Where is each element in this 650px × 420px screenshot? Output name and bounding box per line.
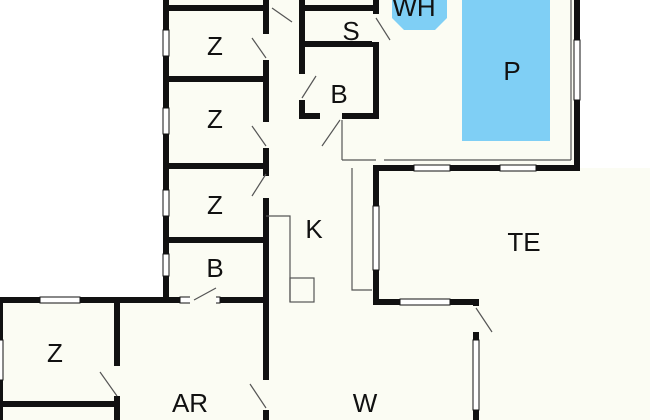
windows bbox=[0, 29, 581, 411]
label-terrace: TE bbox=[507, 227, 540, 257]
label-ensuite-bath: B bbox=[330, 79, 347, 109]
door-ar bbox=[249, 383, 267, 409]
label-whirlpool: WH bbox=[392, 0, 435, 22]
door-bedroom-1 bbox=[251, 37, 267, 59]
door-ensuite-bath bbox=[301, 75, 317, 99]
label-bedroom-4: Z bbox=[47, 338, 63, 368]
door-terrace bbox=[475, 307, 493, 333]
label-bedroom-1: Z bbox=[207, 31, 223, 61]
label-living: W bbox=[353, 388, 378, 418]
thin-lines bbox=[266, 0, 572, 303]
room-labels: WH S P B Z Z Z B K TE Z AR W bbox=[47, 0, 541, 418]
door-bedroom-3 bbox=[251, 173, 267, 197]
kitchen-appliance bbox=[289, 277, 315, 303]
window-wing-north bbox=[39, 296, 81, 304]
pool bbox=[462, 0, 550, 141]
label-pool: P bbox=[503, 56, 520, 86]
whirlpool bbox=[392, 0, 447, 30]
label-bedroom-2: Z bbox=[207, 104, 223, 134]
floor-terrace bbox=[376, 168, 650, 420]
window-wing-west bbox=[0, 339, 4, 381]
kitchen-counter bbox=[351, 168, 372, 291]
door-pool-room bbox=[321, 119, 341, 147]
floor-left-wing bbox=[0, 300, 166, 420]
label-kitchen: K bbox=[305, 214, 323, 244]
label-sauna: S bbox=[342, 16, 359, 46]
door-corridor-top bbox=[271, 7, 293, 23]
label-bedroom-3: Z bbox=[207, 190, 223, 220]
window-pool-south-1 bbox=[413, 164, 451, 172]
window-pool-east bbox=[573, 39, 581, 101]
kitchen-unit bbox=[266, 215, 291, 302]
window-living-north bbox=[399, 298, 451, 306]
window-living-west bbox=[372, 205, 380, 271]
window-bedroom-3 bbox=[162, 189, 170, 217]
window-living-east bbox=[472, 339, 480, 411]
door-bedroom-2 bbox=[251, 125, 267, 147]
label-utility: AR bbox=[172, 388, 208, 418]
door-sauna bbox=[375, 17, 391, 41]
window-bedroom-2 bbox=[162, 107, 170, 135]
doors bbox=[99, 4, 493, 410]
door-wing-room bbox=[99, 371, 118, 397]
door-bath bbox=[193, 287, 217, 301]
window-bath bbox=[162, 253, 170, 277]
window-bedroom-1 bbox=[162, 29, 170, 57]
label-bath: B bbox=[206, 253, 223, 283]
window-pool-south-2 bbox=[499, 164, 537, 172]
